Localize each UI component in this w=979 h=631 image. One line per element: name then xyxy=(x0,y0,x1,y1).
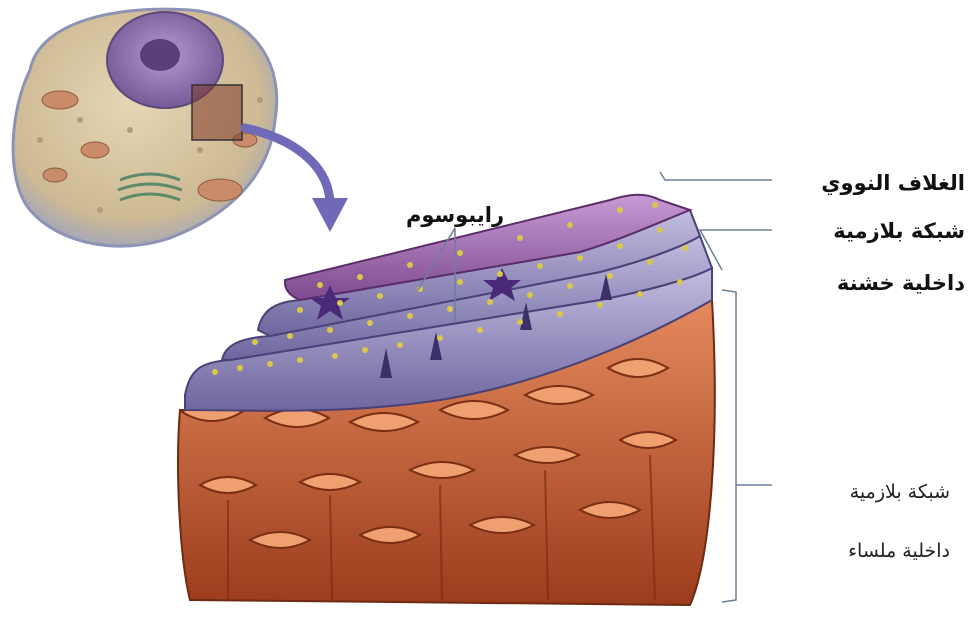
ribosome-label: رايبوسوم xyxy=(406,203,504,227)
smooth-er-bracket xyxy=(722,290,772,602)
zoom-region xyxy=(192,85,242,140)
nuclear-envelope-leader xyxy=(660,172,772,180)
nuclear-envelope-label: الغلاف النووي xyxy=(821,171,965,196)
smooth-er-label-line1: شبكة بلازمية xyxy=(850,481,950,503)
cell-thumbnail-icon xyxy=(13,9,277,246)
smooth-er-label-line2: داخلية ملساء xyxy=(848,540,950,562)
rough-er-label-line1: شبكة بلازمية xyxy=(833,219,965,243)
rough-er-label-line2: داخلية خشنة xyxy=(837,271,965,295)
